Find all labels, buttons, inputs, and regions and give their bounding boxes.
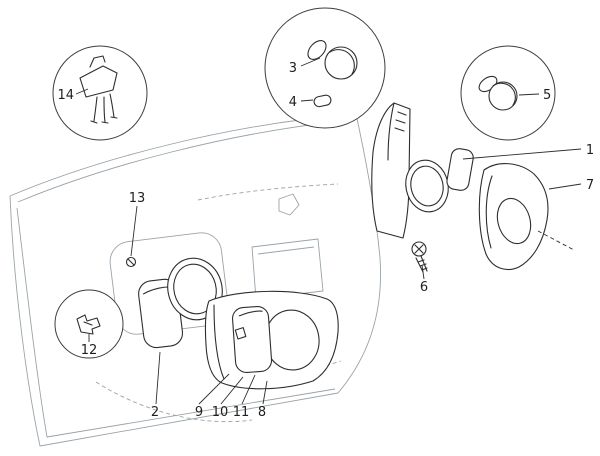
bezel-housing	[478, 163, 575, 271]
panel-inner-edges	[16, 119, 353, 438]
right-lamp-lens	[410, 165, 444, 207]
part-label-4: 4	[289, 95, 297, 110]
part-label-5: 5	[543, 88, 551, 103]
part-label-11: 11	[233, 405, 250, 420]
part-label-3: 3	[289, 61, 297, 76]
part-13-screw	[125, 256, 137, 268]
mounting-bracket	[251, 238, 324, 300]
part-label-6: 6	[420, 280, 428, 295]
right-lamp-assembly	[405, 148, 474, 213]
center-housing	[204, 290, 339, 390]
part-label-14: 14	[57, 88, 74, 103]
part-6-screw	[411, 241, 428, 273]
inner-lens	[232, 306, 273, 373]
part-5-knob	[478, 75, 518, 111]
part-label-9: 9	[195, 405, 203, 420]
right-bracket	[371, 102, 411, 239]
bezel-opening	[496, 197, 532, 245]
callout-circle-knob-bulb	[264, 7, 386, 129]
leader-lines	[75, 57, 582, 405]
part-3-knob	[307, 40, 358, 80]
scooter-front-panel	[9, 113, 381, 447]
part-label-10: 10	[212, 405, 229, 420]
part-label-2: 2	[151, 405, 159, 420]
panel-emblem	[278, 193, 300, 216]
part-8-housing	[204, 290, 339, 390]
part-14-switch	[79, 55, 118, 124]
part-label-12: 12	[81, 343, 98, 358]
part-12-clip	[76, 314, 101, 335]
part-label-13: 13	[129, 191, 146, 206]
detail-callouts	[52, 7, 556, 359]
part-label-7: 7	[586, 178, 594, 193]
part-label-1: 1	[586, 143, 594, 158]
left-lamp-lens	[173, 263, 217, 315]
part-label-8: 8	[258, 405, 266, 420]
panel-hidden-lines	[95, 183, 342, 423]
right-lamp-holder	[446, 148, 474, 191]
part-4-bulb	[313, 94, 332, 108]
panel-outline	[9, 113, 381, 447]
part-labels: 1 7 3 4 5 14 13 6 12 2 9 10 11 8	[57, 61, 594, 420]
